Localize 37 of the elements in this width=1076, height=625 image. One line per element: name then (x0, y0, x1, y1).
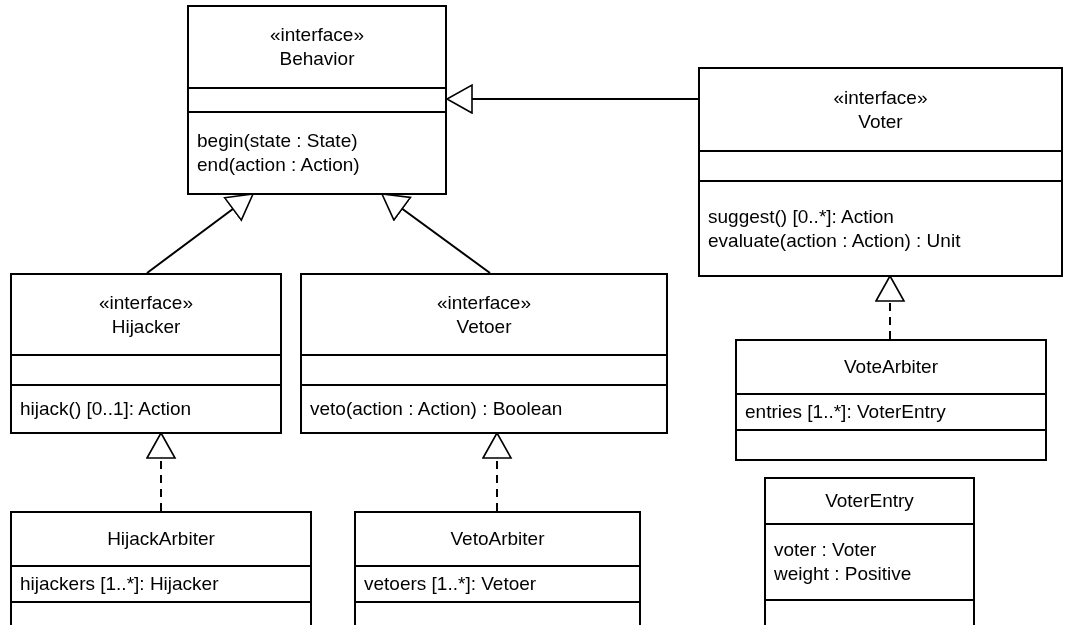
method-text: begin(state : State) (197, 129, 358, 153)
stereotype-label: «interface» (270, 23, 364, 47)
attribute-text: entries [1..*]: VoterEntry (745, 400, 946, 424)
generalization-arrow (446, 84, 699, 114)
class-name: VoterEntry (825, 489, 914, 513)
class-box (10, 511, 312, 625)
method-text: end(action : Action) (197, 153, 360, 177)
class-box (300, 273, 668, 434)
generalization-arrow (146, 432, 176, 512)
generalization-arrow (146, 193, 254, 274)
method-text: evaluate(action : Action) : Unit (708, 228, 961, 253)
attribute-text: weight : Positive (774, 562, 912, 586)
stereotype-label: «interface» (99, 290, 193, 315)
attribute-text: hijackers [1..*]: Hijacker (20, 572, 219, 596)
generalization-arrow (482, 432, 512, 512)
attribute-text: voter : Voter (774, 538, 877, 562)
method-text: veto(action : Action) : Boolean (310, 397, 563, 421)
class-box (764, 477, 975, 625)
class-name: VoteArbiter (844, 355, 938, 379)
class-name: Hijacker (111, 314, 181, 339)
generalization-arrow (875, 275, 905, 340)
stereotype-label: «interface» (437, 290, 531, 315)
class-name: HijackArbiter (107, 527, 215, 551)
method-text: hijack() [0..1]: Action (20, 397, 192, 421)
generalization-arrow (381, 193, 491, 274)
class-name: Vetoer (456, 314, 512, 339)
class-box (698, 67, 1063, 277)
class-name: VetoArbiter (450, 527, 545, 551)
class-box (354, 511, 641, 625)
attribute-text: vetoers [1..*]: Vetoer (364, 572, 537, 596)
class-name: Behavior (279, 47, 355, 71)
stereotype-label: «interface» (833, 85, 928, 110)
class-box (10, 273, 282, 434)
class-box (187, 5, 447, 195)
class-box (735, 339, 1047, 461)
class-name: Voter (858, 109, 903, 134)
method-text: suggest() [0..*]: Action (708, 204, 894, 229)
